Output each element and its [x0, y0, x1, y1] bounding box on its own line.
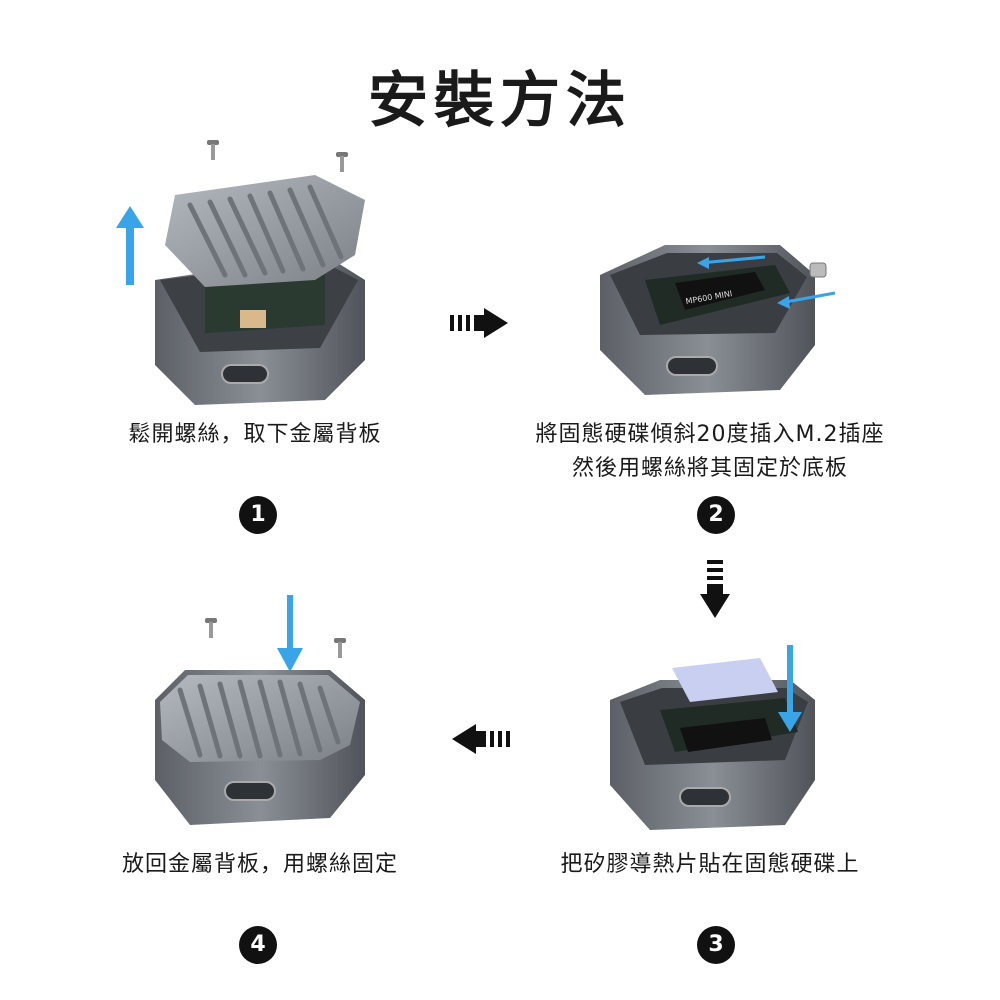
arrow-left-icon: [452, 724, 512, 754]
step-1-caption: 鬆開螺絲，取下金屬背板: [60, 418, 450, 452]
screw-icon: [336, 152, 348, 172]
arrow-down-icon: [277, 595, 303, 672]
screw-icon: [205, 618, 217, 638]
page-title: 安裝方法: [0, 52, 1000, 139]
step-1-illustration: [110, 130, 380, 405]
step-3-illustration: [600, 640, 830, 840]
step-4-illustration: [150, 590, 380, 840]
step-4-caption: 放回金屬背板，用螺絲固定: [60, 848, 460, 882]
arrow-down-icon: [700, 560, 730, 620]
step-2-caption: 將固態硬碟傾斜20度插入M.2插座 然後用螺絲將其固定於底板: [490, 418, 930, 486]
screw-icon: [810, 263, 826, 277]
step-3-caption: 把矽膠導熱片貼在固態硬碟上: [500, 848, 920, 882]
screw-icon: [334, 638, 346, 658]
step-2-illustration: MP600 MINI: [585, 235, 855, 410]
arrow-up-icon: [116, 206, 144, 285]
step-4-badge: 4: [239, 926, 277, 964]
arrow-right-icon: [450, 308, 510, 338]
screw-icon: [207, 140, 219, 160]
step-2-badge: 2: [697, 496, 735, 534]
step-1-badge: 1: [239, 496, 277, 534]
step-3-badge: 3: [697, 926, 735, 964]
